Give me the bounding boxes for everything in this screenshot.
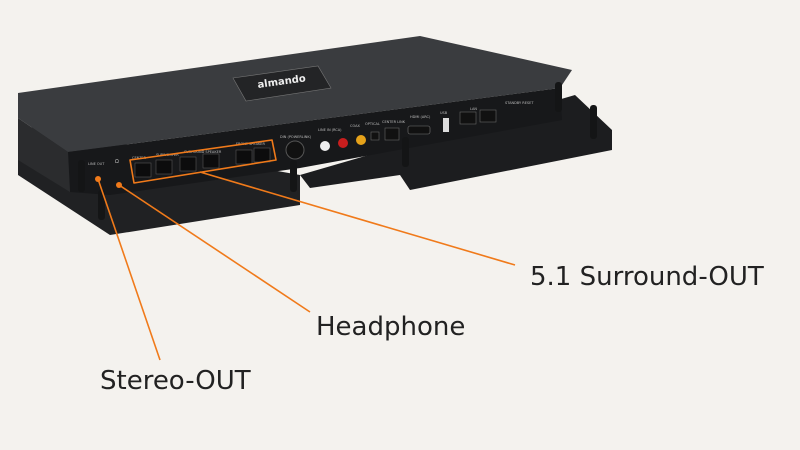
label-headphone: Ω <box>115 159 119 165</box>
rca-red <box>338 138 348 148</box>
label-surround: SURROUND SPEAKER <box>184 150 222 154</box>
callout-surround-out: 5.1 Surround-OUT <box>530 262 764 292</box>
label-optical: OPTICAL <box>365 122 380 126</box>
label-usb: USB <box>440 111 448 115</box>
device-left-edge <box>18 118 70 192</box>
label-center-link: CENTER LINK <box>382 120 406 124</box>
lan-port-2 <box>479 109 497 123</box>
hdmi-port <box>407 125 431 135</box>
usb-port <box>443 118 449 132</box>
optical-port <box>370 131 380 141</box>
rca-white <box>320 141 330 151</box>
brand-plate <box>232 65 332 102</box>
speaker-ports <box>134 147 271 178</box>
mounting-posts <box>78 82 597 220</box>
callout-headphone: Headphone <box>316 312 466 342</box>
lan-port-1 <box>459 111 477 125</box>
device-top <box>18 36 572 152</box>
label-din: DIN (POWERLINK) <box>280 135 312 139</box>
label-front: FRONT SPEAKER <box>236 142 266 146</box>
callout-stereo-out: Stereo-OUT <box>100 366 251 396</box>
label-coax: COAX <box>350 124 361 128</box>
headphone-callout-line <box>118 184 311 313</box>
surround-callout-line <box>199 171 516 266</box>
stereo-callout-line <box>97 178 161 361</box>
surround-highlight-box <box>129 139 277 184</box>
label-line-out: LINE OUT <box>88 162 105 166</box>
label-hdmi: HDMI (ARC) <box>410 115 431 119</box>
label-standby: STANDBY RESET <box>505 101 534 105</box>
center-link-port <box>384 127 400 141</box>
label-lan: LAN <box>470 107 477 111</box>
label-line-in: LINE IN (RCA) <box>318 128 342 132</box>
din-port <box>285 140 305 160</box>
rca-coax <box>356 135 366 145</box>
